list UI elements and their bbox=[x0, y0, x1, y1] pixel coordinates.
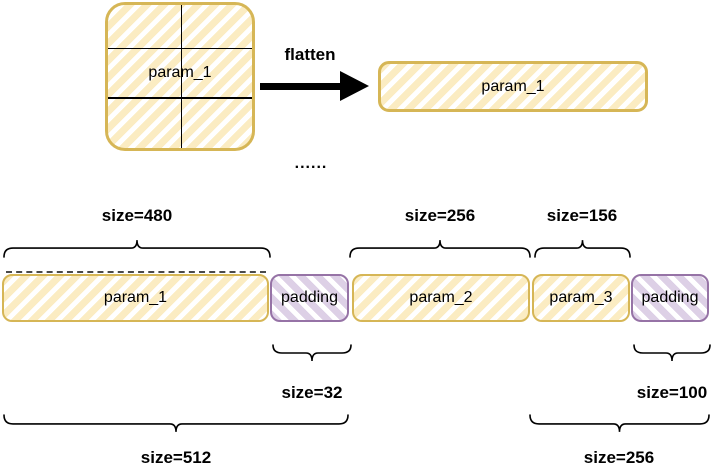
brace-padding1 bbox=[272, 344, 352, 362]
param1-dashed-overline bbox=[6, 271, 266, 273]
flatten-arrow-head-icon bbox=[340, 71, 369, 101]
brace-padding2 bbox=[633, 344, 711, 362]
size-label-padding2: size=100 bbox=[636, 383, 708, 402]
brace-block2 bbox=[529, 414, 710, 432]
size-label-param2: size=256 bbox=[404, 206, 476, 225]
segment-padding-1: padding bbox=[270, 274, 349, 322]
tensor-grid-shape: param_1 bbox=[105, 2, 255, 151]
flatten-arrow-shaft bbox=[260, 83, 342, 90]
segment-param-3: param_3 bbox=[532, 274, 630, 322]
segment-label: padding bbox=[641, 289, 699, 306]
segment-label: param_1 bbox=[103, 289, 168, 306]
size-label-param1: size=480 bbox=[101, 206, 173, 225]
segment-label: padding bbox=[281, 289, 338, 306]
segment-padding-2: padding bbox=[631, 274, 709, 322]
tensor-label: param_1 bbox=[148, 63, 212, 81]
segment-label: param_3 bbox=[549, 289, 613, 306]
brace-param2 bbox=[349, 240, 531, 258]
segment-label: param_2 bbox=[409, 289, 473, 306]
flatten-label: flatten bbox=[284, 45, 336, 64]
flattened-tensor-label: param_1 bbox=[481, 77, 545, 95]
brace-block1 bbox=[3, 414, 349, 432]
grid-vertical-line bbox=[180, 5, 183, 148]
size-label-param3: size=156 bbox=[546, 206, 618, 225]
segment-param-2: param_2 bbox=[352, 274, 530, 322]
size-label-block1: size=512 bbox=[140, 448, 212, 467]
size-label-block2: size=256 bbox=[583, 448, 655, 467]
brace-param1 bbox=[3, 240, 271, 258]
ellipsis-text: ...... bbox=[294, 155, 328, 172]
brace-param3 bbox=[534, 240, 631, 258]
flattened-tensor-shape: param_1 bbox=[378, 61, 648, 112]
size-label-padding1: size=32 bbox=[281, 383, 343, 402]
grid-horizontal-line-1 bbox=[108, 47, 252, 50]
grid-horizontal-line-2 bbox=[108, 97, 252, 99]
segment-param-1: param_1 bbox=[2, 274, 269, 322]
